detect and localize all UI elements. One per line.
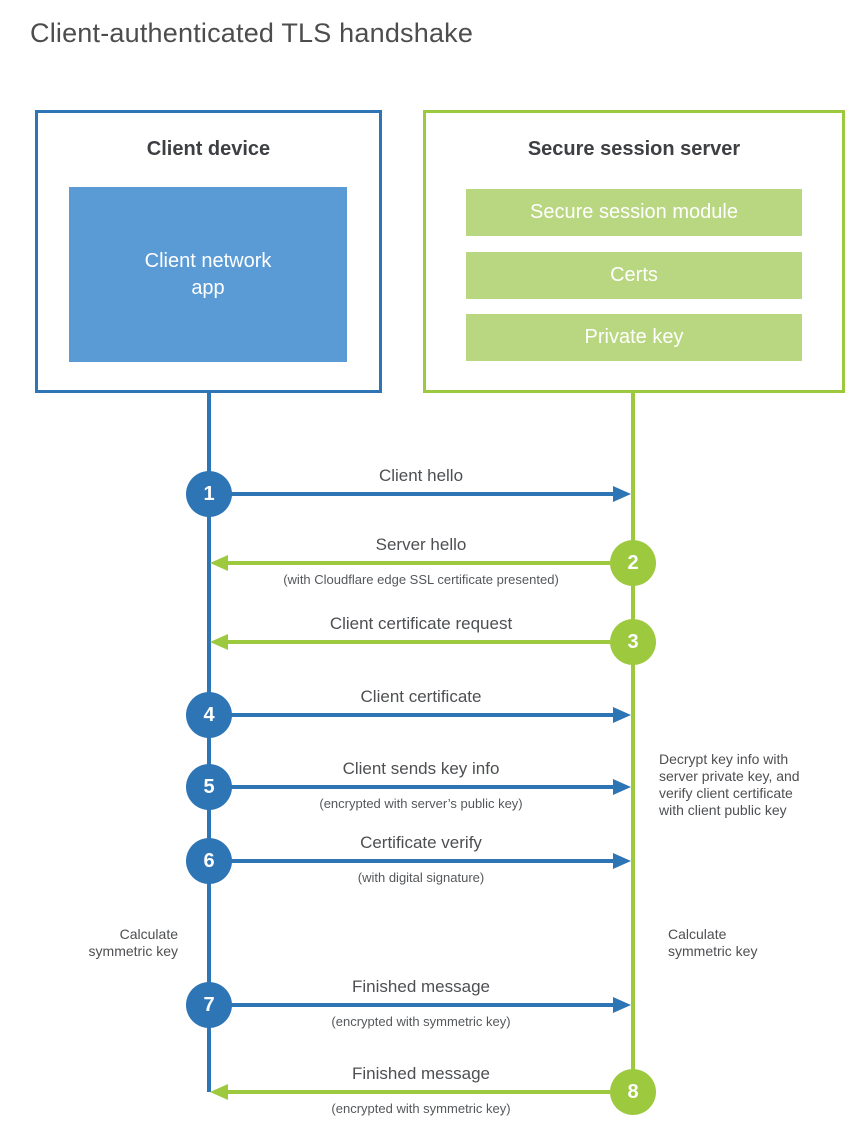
server-calculate-note-line: symmetric key: [668, 943, 758, 959]
client-device-box: Client device Client network app: [35, 110, 382, 393]
step-2-badge: 2: [610, 540, 656, 586]
client-lifeline: [207, 393, 211, 1092]
server-decrypt-note-line: server private key, and: [659, 768, 800, 784]
client-network-app-box: Client network app: [69, 187, 347, 362]
step-7-badge: 7: [186, 982, 232, 1028]
step-2-arrowhead-left-icon: [210, 555, 228, 571]
step-6-number: 6: [203, 849, 215, 872]
client-calculate-note-line: symmetric key: [88, 943, 178, 959]
server-lifeline: [631, 393, 635, 1092]
step-8-sublabel: (encrypted with symmetric key): [331, 1101, 511, 1116]
step-5-label: Client sends key info: [342, 759, 500, 778]
step-6-sublabel: (with digital signature): [357, 870, 485, 885]
step-5-arrowhead-right-icon: [613, 779, 631, 795]
step-5-badge: 5: [186, 764, 232, 810]
server-module-certs-label: Certs: [610, 264, 658, 286]
step-8-label: Finished message: [352, 1064, 490, 1083]
step-5-arrow-shaft: [230, 785, 613, 789]
step-4-badge: 4: [186, 692, 232, 738]
client-network-app-label: Client network app: [144, 249, 272, 299]
step-7-sublabel: (encrypted with symmetric key): [331, 1014, 511, 1029]
step-5-sublabel: (encrypted with server’s public key): [319, 796, 523, 811]
client-calculate-symmetric-key-note: Calculate symmetric key: [38, 926, 178, 960]
step-6-arrowhead-right-icon: [613, 853, 631, 869]
step-2-sublabel: (with Cloudflare edge SSL certificate pr…: [283, 572, 559, 587]
server-decrypt-note-line: verify client certificate: [659, 785, 793, 801]
step-7-arrowhead-right-icon: [613, 997, 631, 1013]
step-1-arrow-shaft: [230, 492, 613, 496]
step-1-badge: 1: [186, 471, 232, 517]
page-title: Client-authenticated TLS handshake: [30, 18, 474, 48]
step-3-number: 3: [627, 630, 639, 653]
step-8-badge: 8: [610, 1069, 656, 1115]
step-1-label: Client hello: [378, 466, 464, 485]
step-4-label: Client certificate: [360, 687, 482, 706]
step-2-number: 2: [627, 551, 639, 574]
step-8-arrow-shaft: [228, 1090, 610, 1094]
server-module-private-key: Private key: [466, 314, 802, 361]
step-4-arrowhead-right-icon: [613, 707, 631, 723]
step-4-number: 4: [203, 703, 215, 726]
step-7-arrow-shaft: [230, 1003, 613, 1007]
server-calculate-symmetric-key-note: Calculate symmetric key: [668, 926, 808, 960]
step-1-arrowhead-right-icon: [613, 486, 631, 502]
step-3-arrowhead-left-icon: [210, 634, 228, 650]
step-1-number: 1: [203, 482, 215, 505]
step-3-arrow-shaft: [228, 640, 610, 644]
step-4-arrow-shaft: [230, 713, 613, 717]
step-8-arrowhead-left-icon: [210, 1084, 228, 1100]
step-5-number: 5: [203, 775, 215, 798]
server-module-secure-session: Secure session module: [466, 189, 802, 236]
step-3-badge: 3: [610, 619, 656, 665]
server-module-private-key-label: Private key: [584, 326, 684, 348]
server-module-certs: Certs: [466, 252, 802, 299]
server-module-secure-session-label: Secure session module: [530, 201, 738, 223]
secure-session-server-box: Secure session server Secure session mod…: [423, 110, 845, 393]
client-device-heading: Client device: [146, 138, 271, 160]
server-decrypt-note-line: Decrypt key info with: [659, 751, 789, 767]
step-6-badge: 6: [186, 838, 232, 884]
client-calculate-note-line: Calculate: [119, 926, 178, 942]
step-6-label: Certificate verify: [360, 833, 482, 852]
secure-session-server-heading: Secure session server: [527, 138, 741, 160]
step-8-number: 8: [627, 1080, 639, 1103]
step-3-label: Client certificate request: [329, 614, 513, 633]
step-7-number: 7: [203, 993, 215, 1016]
server-decrypt-note: Decrypt key info with server private key…: [659, 751, 849, 819]
server-calculate-note-line: Calculate: [668, 926, 727, 942]
step-2-arrow-shaft: [228, 561, 610, 565]
server-decrypt-note-line: with client public key: [659, 802, 787, 818]
step-7-label: Finished message: [352, 977, 490, 996]
step-2-label: Server hello: [375, 535, 467, 554]
step-6-arrow-shaft: [230, 859, 613, 863]
